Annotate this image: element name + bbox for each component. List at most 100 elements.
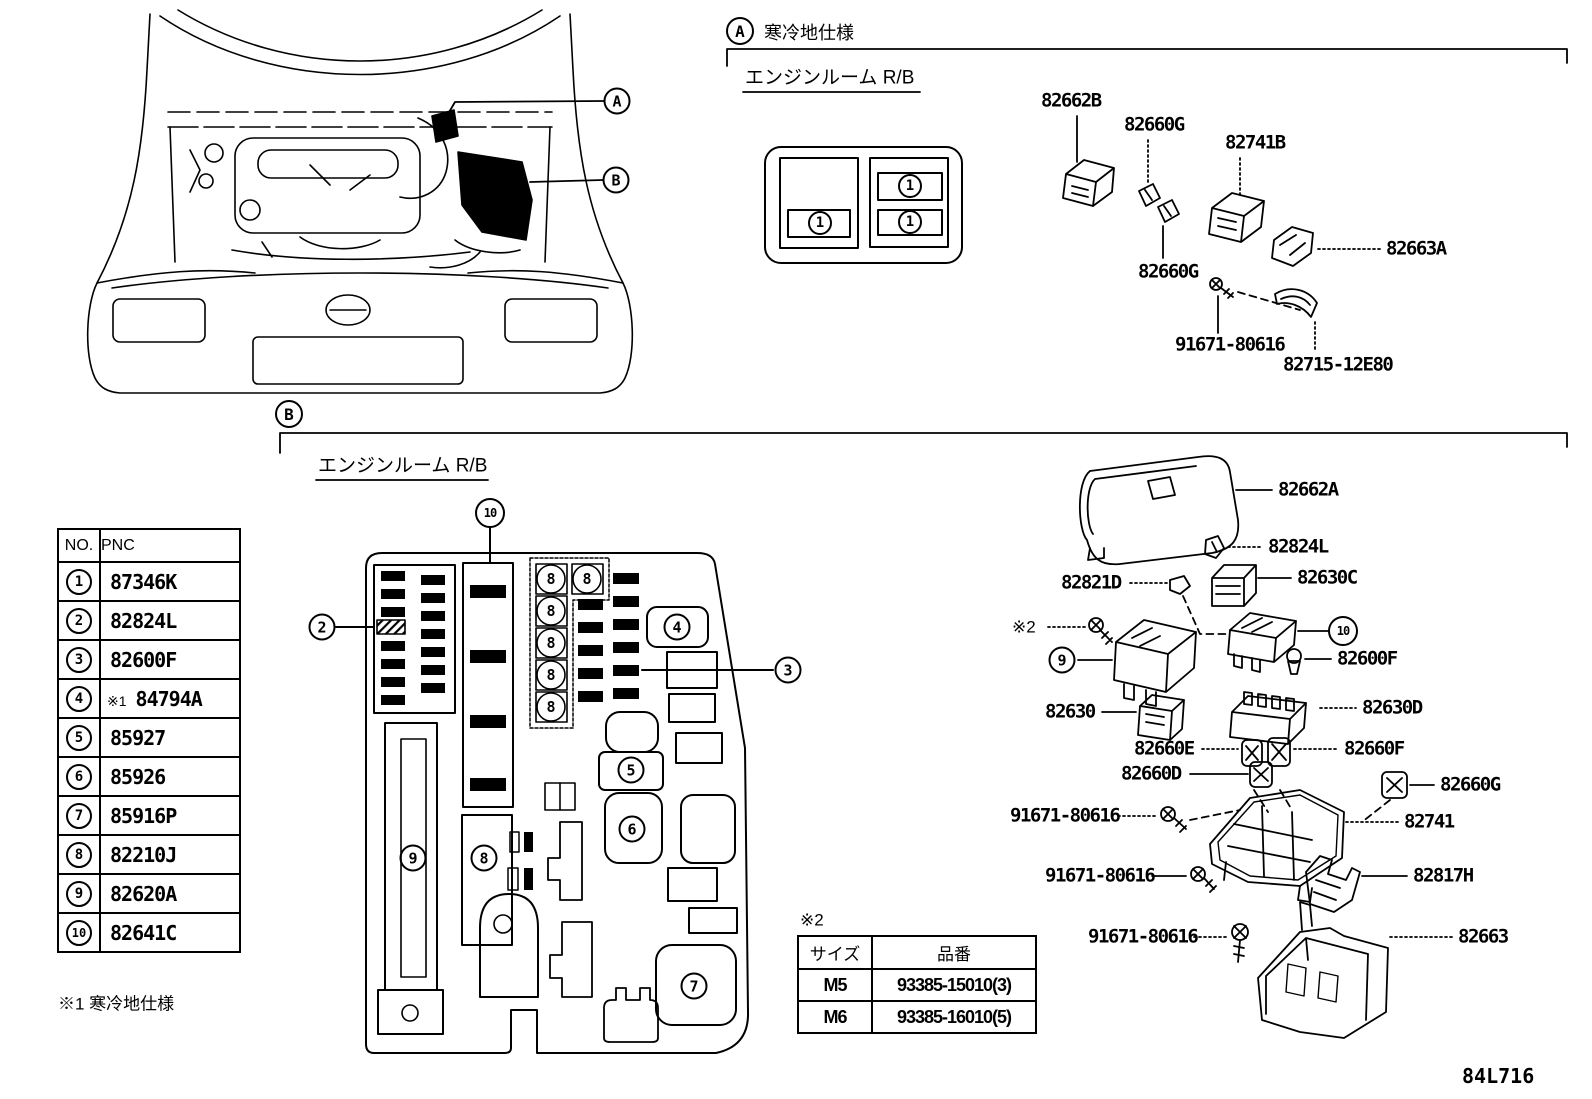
pnc-row-value: 85916P [110,803,177,828]
pnc-row-number-cell: 10 [57,912,101,953]
pnc-row-prefix: ※1 [107,692,127,709]
pnc-table-row: 1 87346K [57,561,241,602]
size-table-header-row: サイズ 品番 [797,935,1037,970]
pnc-row-number-cell: 7 [57,795,101,836]
mark-2-label: ※2 [1012,617,1036,637]
pnc-row-value-cell: 85926 [99,756,241,797]
part-label-91671-b3: 91671-80616 [1088,925,1199,948]
pnc-header-pnc: PNC [99,528,241,563]
part-label-82824l: 82824L [1268,535,1329,558]
fusebox-callout-6: 6 [618,815,646,843]
fusebox-callout-8a: 8 [470,844,498,872]
section-b-subtitle: エンジンルーム R/B [318,455,488,477]
part-label-82662b: 82662B [1041,89,1102,112]
pnc-row-number-circle: 7 [66,802,92,829]
pnc-row-value: 84794A [135,686,203,711]
pnc-row-number-cell: 3 [57,639,101,680]
pnc-row-number-circle: 3 [66,646,92,673]
callout-8-label: 8 [479,849,489,867]
pnc-row-value: 85926 [110,764,166,789]
size-header-part: 品番 [871,935,1037,970]
pnc-row-value: 87346K [110,569,177,594]
part-label-82741b: 82741B [1225,131,1286,154]
pnc-row-value-cell: 87346K [99,561,241,602]
fusebox-callout-3: 3 [774,656,802,684]
mark-2-table-label: ※2 [800,910,824,930]
callout-9-label: 9 [1057,651,1067,669]
fuse-8-label: 8 [546,570,556,588]
pnc-row-value-cell: 82620A [99,873,241,914]
callout-7-label: 7 [689,977,699,995]
callout-6-label: 6 [627,820,637,838]
pnc-row-value-cell: 82824L [99,600,241,641]
legend-callout-1b: 1 [898,174,922,198]
pnc-row-number-circle: 2 [66,607,92,634]
section-brackets [279,48,1568,481]
fuse-8-label: 8 [546,698,556,716]
part-label-82663: 82663 [1458,925,1509,948]
pnc-header-no: NO. [57,528,101,563]
pnc-row-number-cell: 6 [57,756,101,797]
section-b-tag: B [284,404,294,424]
part-label-82660e: 82660E [1134,737,1195,760]
pnc-row-number-circle: 4 [66,685,92,712]
part-label-82600f: 82600F [1337,647,1398,670]
part-label-82662a: 82662A [1278,478,1339,501]
pnc-row-number-circle: 8 [66,841,92,868]
pnc-row-value-cell: 85927 [99,717,241,758]
legend-1-label: 1 [905,178,915,194]
fusebox-callout-10: 10 [475,498,505,528]
parts-callout-9: 9 [1048,646,1076,674]
pnc-table-row: 5 85927 [57,717,241,758]
part-label-82660d: 82660D [1121,762,1182,785]
part-label-82660g-top: 82660G [1124,113,1185,136]
parts-callout-10: 10 [1328,616,1358,646]
legend-callout-1c: 1 [898,210,922,234]
car-engine-bay-sketch [86,9,634,394]
pnc-row-number-cell: 5 [57,717,101,758]
page-code: 84L716 [1462,1064,1535,1088]
fuse-8-label: 8 [546,634,556,652]
pnc-row-value-cell: 82641C [99,912,241,953]
part-label-82741: 82741 [1404,810,1455,833]
pnc-row-number-cell: 8 [57,834,101,875]
section-a-subtitle: エンジンルーム R/B [745,67,915,89]
size-header-size: サイズ [797,935,873,970]
pnc-row-number-cell: 2 [57,600,101,641]
callout-4-label: 4 [672,618,682,636]
size-row-size: M5 [797,968,873,1002]
pnc-table-header-row: NO. PNC [57,528,241,563]
pnc-row-value-cell: 85916P [99,795,241,836]
legend-1-label: 1 [905,214,915,230]
pnc-row-number-circle: 6 [66,763,92,790]
pnc-row-number-circle: 1 [66,568,92,595]
section-a-tag: A [735,21,745,41]
part-label-82660g-b: 82660G [1440,773,1501,796]
pnc-table-row: 4 ※1 84794A [57,678,241,719]
section-b-parts [1047,455,1453,1039]
part-label-82660g-bottom: 82660G [1138,260,1199,283]
pnc-row-number-circle: 5 [66,724,92,751]
part-label-82630: 82630 [1045,700,1096,723]
part-label-91671-a: 91671-80616 [1175,333,1286,356]
pnc-row-value-cell: ※1 84794A [99,678,241,719]
callout-2-label: 2 [317,618,327,636]
pnc-row-value: 85927 [110,725,166,750]
fusebox-callout-5: 5 [617,756,645,784]
car-callout-b-label: B [611,171,621,189]
section-a-legend [764,146,963,264]
part-label-91671-b2: 91671-80616 [1045,864,1156,887]
section-a-title: 寒冷地仕様 [764,23,854,43]
size-row-part-number: 93385-16010(5) [871,1000,1037,1034]
fusebox-callout-9: 9 [399,844,427,872]
part-label-91671-b1: 91671-80616 [1010,804,1121,827]
pnc-row-value: 82824L [110,608,177,633]
pnc-row-number-cell: 9 [57,873,101,914]
note-1: ※1 寒冷地仕様 [58,994,175,1014]
